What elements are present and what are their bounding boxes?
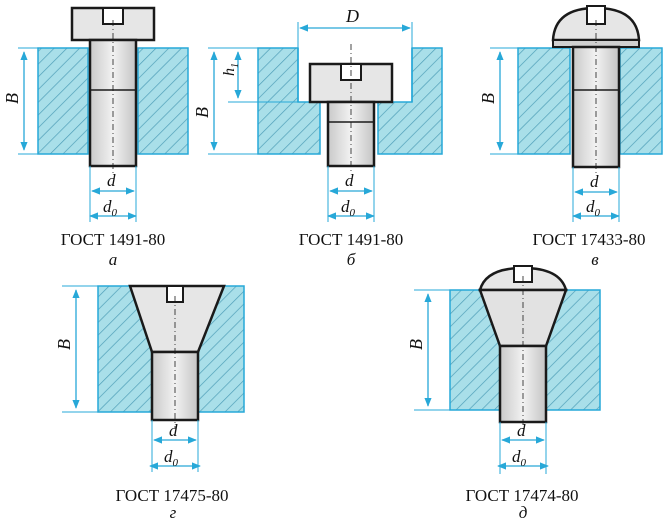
label-d: d bbox=[345, 171, 354, 190]
label-d0: d0 bbox=[341, 197, 356, 219]
caption-standard-d: ГОСТ 17474-80 bbox=[465, 486, 579, 505]
label-B: B bbox=[478, 93, 498, 104]
caption-standard-b: ГОСТ 1491-80 bbox=[298, 230, 404, 249]
caption-standard-g: ГОСТ 17475-80 bbox=[115, 486, 229, 505]
label-d0: d0 bbox=[103, 197, 118, 219]
label-d0: d0 bbox=[586, 197, 601, 219]
caption-letter-d: д bbox=[518, 503, 528, 522]
label-d0: d0 bbox=[164, 447, 179, 469]
countersunk-screw bbox=[128, 284, 226, 428]
figure-b: D B h1 d d0 bbox=[192, 6, 443, 222]
cheese-head-screw bbox=[70, 6, 156, 175]
label-B: B bbox=[2, 93, 22, 104]
plate-left bbox=[37, 47, 89, 155]
figure-a: B d d0 bbox=[2, 6, 189, 222]
label-B: B bbox=[54, 339, 74, 350]
caption-letter-a: а bbox=[108, 250, 118, 269]
label-d: d bbox=[517, 421, 526, 440]
label-d: d bbox=[590, 172, 599, 191]
label-D: D bbox=[345, 6, 359, 26]
caption-standard-a: ГОСТ 1491-80 bbox=[60, 230, 166, 249]
plate-right bbox=[137, 47, 189, 155]
label-h1: h1 bbox=[221, 63, 241, 76]
plate-left bbox=[517, 47, 571, 155]
label-B: B bbox=[192, 107, 212, 118]
caption-letter-g: г bbox=[169, 503, 177, 522]
caption-standard-v: ГОСТ 17433-80 bbox=[532, 230, 646, 249]
raised-countersunk-screw bbox=[478, 265, 568, 430]
pan-head-screw bbox=[551, 5, 641, 175]
cheese-head-screw-recessed bbox=[308, 44, 394, 172]
label-B: B bbox=[406, 339, 426, 350]
plate-right bbox=[619, 47, 663, 155]
caption-letter-b: б bbox=[346, 250, 356, 269]
label-d: d bbox=[107, 171, 116, 190]
label-d0: d0 bbox=[512, 447, 527, 469]
figure-v: B d d0 bbox=[478, 5, 663, 222]
figure-d: B d d0 bbox=[406, 265, 601, 474]
figure-g: B d d0 bbox=[54, 284, 245, 472]
label-d: d bbox=[169, 421, 178, 440]
caption-letter-v: в bbox=[591, 250, 599, 269]
